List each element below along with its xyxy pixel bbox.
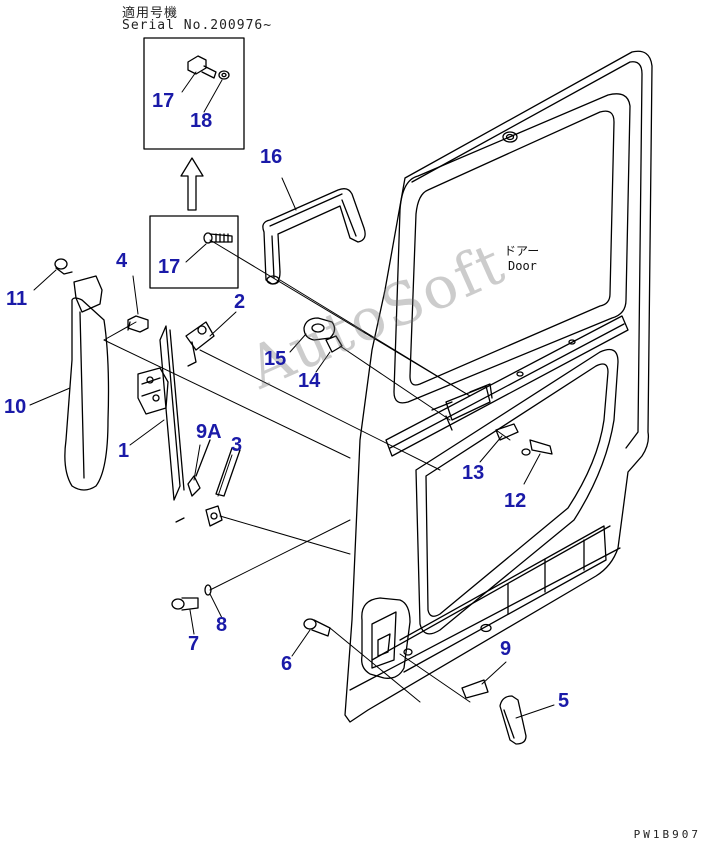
striker-part-2 xyxy=(185,321,215,367)
inner-cover xyxy=(54,258,110,491)
part-label-5: 5 xyxy=(558,690,570,712)
door-label-jp: ドアー xyxy=(504,244,540,258)
drawing-code: PW1B907 xyxy=(633,828,701,841)
assembly-lines xyxy=(29,71,555,719)
bolt-lower xyxy=(203,232,233,244)
serial-number: Serial No.200976~ xyxy=(122,18,273,33)
rod-part-9 xyxy=(461,679,489,699)
part-label-6: 6 xyxy=(281,653,293,675)
part-label-1: 1 xyxy=(118,440,130,462)
part-label-11: 11 xyxy=(6,288,28,310)
door-label-en: Door xyxy=(508,259,537,273)
grab-handle xyxy=(262,188,366,285)
inset-serial-box xyxy=(143,37,245,150)
part-label-8: 8 xyxy=(216,614,228,636)
washer-part-14 xyxy=(325,335,343,353)
part-label-4: 4 xyxy=(116,250,128,272)
inset-bolt-box xyxy=(149,215,239,289)
bolt-part-4 xyxy=(127,315,149,333)
lock-assembly xyxy=(137,325,185,501)
part-label-17-top: 17 xyxy=(152,90,175,112)
door-panel xyxy=(344,50,653,723)
part-label-15: 15 xyxy=(264,348,287,370)
bolt-part-6 xyxy=(303,618,331,637)
part-label-12: 12 xyxy=(504,490,527,512)
part-label-13: 13 xyxy=(462,462,485,484)
bracket-part-15 xyxy=(303,317,336,341)
part-label-14: 14 xyxy=(298,370,321,392)
part-label-16: 16 xyxy=(260,146,283,168)
part-label-2: 2 xyxy=(234,291,246,313)
link-rods xyxy=(175,439,241,527)
part-label-17: 17 xyxy=(158,256,181,278)
part-label-9a: 9A xyxy=(196,421,222,443)
pin-part-12 xyxy=(521,439,553,456)
part-label-9: 9 xyxy=(500,638,512,660)
bolt-part-7 xyxy=(171,597,199,611)
part-label-7: 7 xyxy=(188,633,200,655)
serial-title-jp: 適用号機 xyxy=(122,6,179,21)
outer-handle-part-5 xyxy=(499,695,527,745)
part-label-10: 10 xyxy=(4,396,27,418)
part-label-3: 3 xyxy=(231,434,243,456)
plate-part-13 xyxy=(495,423,519,441)
bolt-top xyxy=(187,55,230,80)
part-label-18: 18 xyxy=(190,110,213,132)
